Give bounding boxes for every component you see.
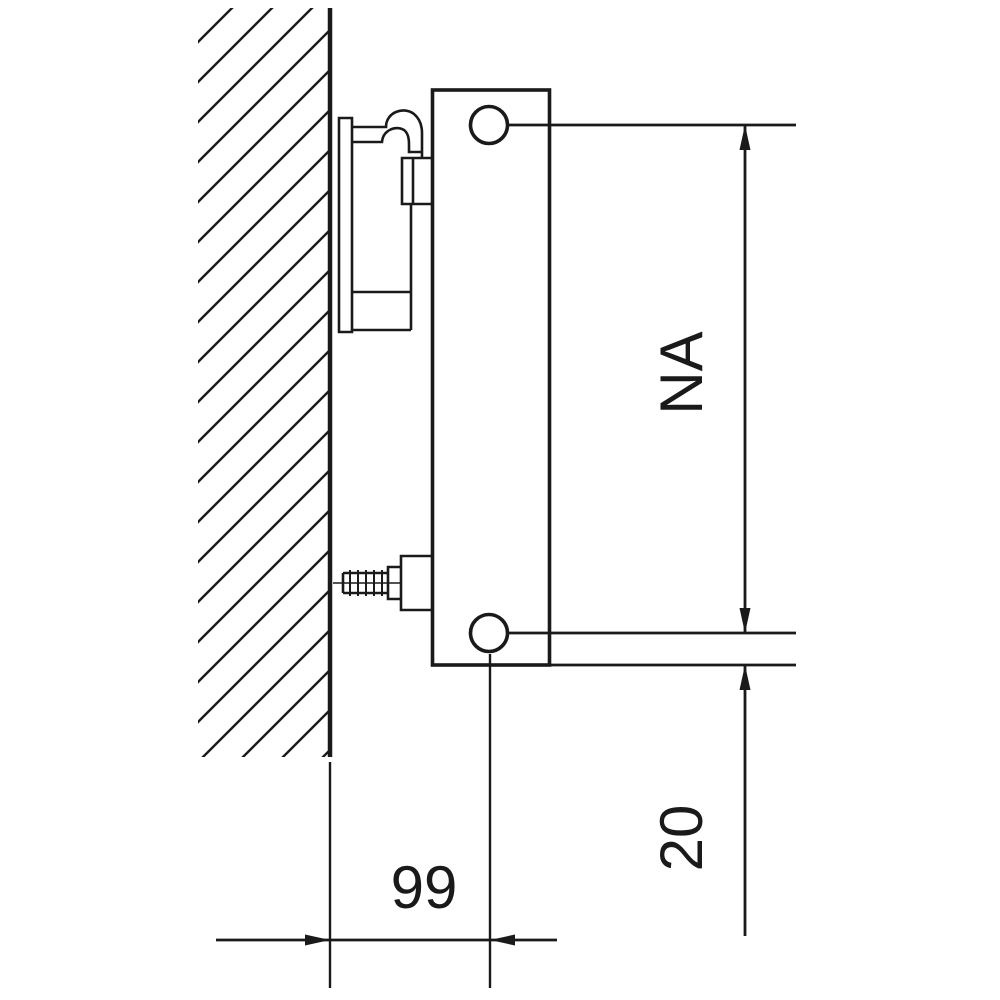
- bracket-hook-inner: [352, 126, 422, 154]
- arrow-down-icon: [739, 608, 751, 633]
- mounting-bracket: [337, 109, 432, 334]
- wall-hatching: [198, 8, 330, 757]
- radiator-body: [430, 88, 552, 667]
- arrow-up-icon: [739, 125, 751, 150]
- bottom-pipe-connection: [468, 612, 510, 654]
- dimension-20: 20: [648, 665, 751, 936]
- bracket-hook-outer: [352, 109, 424, 158]
- arrow-right-icon: [305, 934, 330, 946]
- bracket-wall-plate: [337, 116, 354, 334]
- arrow-left-icon: [490, 934, 515, 946]
- valve-body: [399, 554, 432, 612]
- dimension-label-99: 99: [391, 854, 458, 921]
- dimension-label-20: 20: [648, 805, 715, 872]
- bracket-lower-arm: [352, 204, 413, 332]
- bracket-radiator-tab: [400, 156, 432, 206]
- dimension-na: NA: [648, 125, 751, 633]
- top-pipe-connection: [468, 104, 510, 146]
- dimension-label-na: NA: [648, 331, 715, 414]
- valve-fitting: [333, 554, 432, 612]
- arrow-up-icon: [739, 665, 751, 690]
- extension-lines: [328, 123, 796, 988]
- dimension-99: 99: [216, 854, 557, 946]
